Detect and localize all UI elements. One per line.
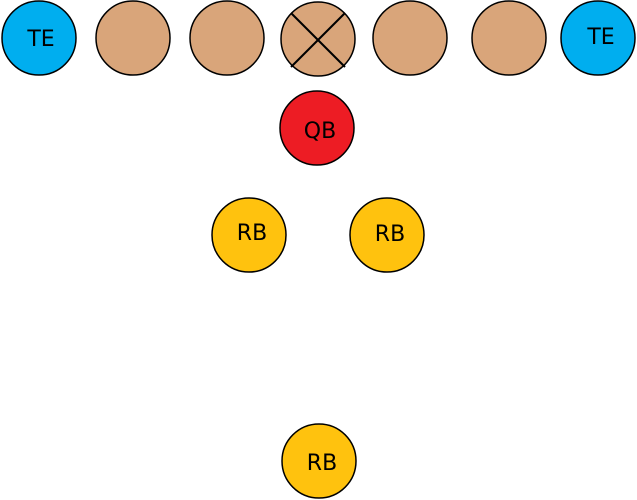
rb-left-label: RB	[237, 221, 267, 246]
player-lineman-2	[189, 0, 265, 76]
player-lineman-4	[372, 0, 448, 76]
rb-right-label: RB	[375, 222, 405, 247]
rb-right-circle	[349, 197, 425, 273]
te-right-circle	[560, 0, 636, 76]
te-right-label: TE	[586, 25, 614, 50]
player-center	[280, 1, 356, 77]
player-lineman-1	[95, 0, 171, 76]
lineman-5-circle	[471, 0, 547, 76]
player-qb: QB	[279, 90, 355, 166]
player-rb-deep: RB	[281, 423, 357, 499]
qb-circle	[279, 90, 355, 166]
player-rb-right: RB	[349, 197, 425, 273]
player-te-left: TE	[1, 0, 77, 76]
qb-label: QB	[304, 119, 336, 144]
rb-left-circle	[211, 197, 287, 273]
rb-deep-circle	[281, 423, 357, 499]
player-lineman-5	[471, 0, 547, 76]
player-rb-left: RB	[211, 197, 287, 273]
lineman-2-circle	[189, 0, 265, 76]
player-te-right: TE	[560, 0, 636, 76]
lineman-1-circle	[95, 0, 171, 76]
lineman-4-circle	[372, 0, 448, 76]
te-left-circle	[1, 0, 77, 76]
rb-deep-label: RB	[307, 451, 337, 476]
te-left-label: TE	[26, 27, 54, 52]
x-mark-icon	[290, 12, 346, 68]
